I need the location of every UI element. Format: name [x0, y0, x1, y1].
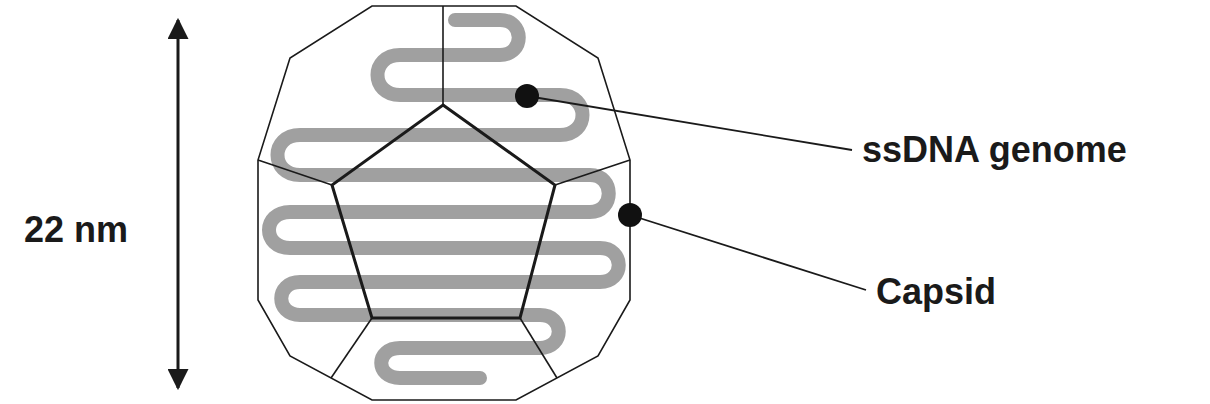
- part-label: Capsid: [876, 274, 996, 310]
- leader-line: [630, 215, 866, 290]
- part-label: ssDNA genome: [862, 132, 1127, 168]
- capsid-facets: [258, 6, 630, 378]
- ssdna-strand: [269, 20, 619, 378]
- capsid-pentagon: [332, 105, 555, 318]
- capsid-outline: [258, 6, 630, 400]
- callout-dot: [618, 203, 642, 227]
- leader-line: [527, 96, 852, 150]
- dimension-label: 22 nm: [24, 212, 128, 248]
- callout-dot: [515, 84, 539, 108]
- dimension-arrow: [177, 20, 180, 388]
